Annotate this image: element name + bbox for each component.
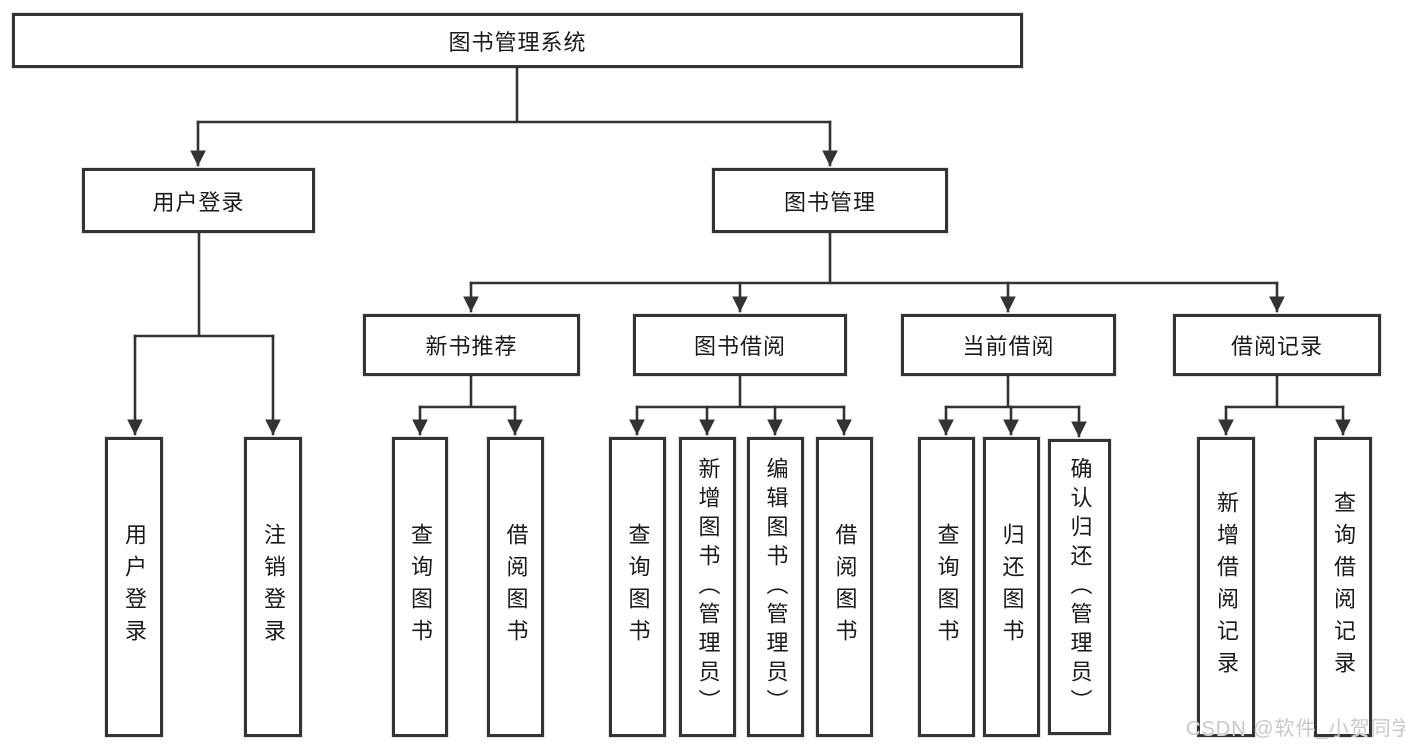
leaf-borrow-books: 借阅图书: [816, 437, 873, 737]
node-book-borrow: 图书借阅: [633, 314, 847, 376]
node-new-book-recommend: 新书推荐: [363, 314, 580, 376]
leaf-borrow-books-recommend: 借阅图书: [487, 437, 544, 737]
node-current-borrow: 当前借阅: [901, 314, 1116, 376]
leaf-query-books-current: 查询图书: [918, 437, 975, 737]
leaf-query-books-borrow: 查询图书: [609, 437, 666, 737]
leaf-add-books-admin: 新增图书（管理员）: [679, 437, 736, 737]
leaf-return-books: 归还图书: [983, 437, 1040, 737]
leaf-logout: 注销登录: [244, 437, 302, 737]
leaf-edit-books-admin: 编辑图书（管理员）: [747, 437, 804, 737]
node-user-login: 用户登录: [82, 168, 315, 233]
node-borrow-record: 借阅记录: [1173, 314, 1381, 376]
leaf-query-books-recommend: 查询图书: [392, 437, 448, 737]
leaf-query-borrow-record: 查询借阅记录: [1314, 437, 1372, 737]
leaf-add-borrow-record: 新增借阅记录: [1197, 437, 1255, 737]
node-root-system: 图书管理系统: [12, 13, 1023, 68]
csdn-watermark: CSDN @软件_小贺同学: [1186, 718, 1405, 740]
leaf-confirm-return-admin: 确认归还（管理员）: [1048, 439, 1111, 735]
leaf-user-login: 用户登录: [105, 437, 163, 737]
node-book-management: 图书管理: [712, 168, 948, 233]
